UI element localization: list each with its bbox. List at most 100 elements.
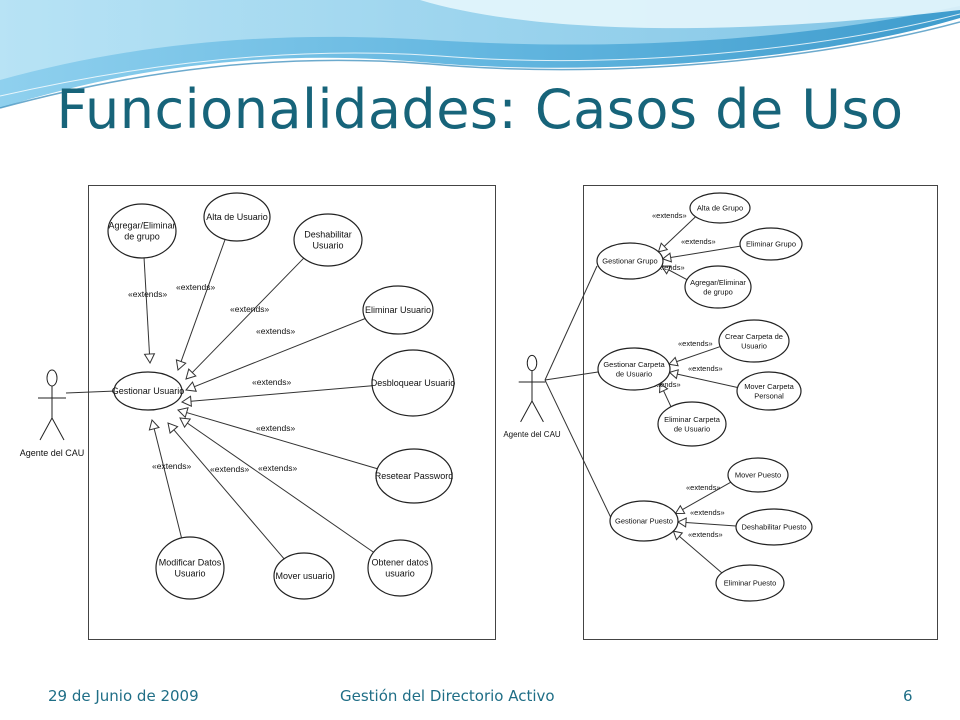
left-actor: Agente del CAU [20,369,85,458]
left-extends-label-eliminar-usuario: «extends» [256,326,295,336]
left-use-case-resetear-password-label: Resetear Password [375,471,454,481]
left-extends-mover-usuario-line [173,429,285,560]
right-extends-label-gestionar-carpeta-eliminar-carpeta: «extends» [646,380,681,389]
right-extends-label-gestionar-grupo-agregar-eliminar-grupo: «extends» [650,263,685,272]
left-use-case-desbloquear-usuario-label: Desbloquear Usuario [371,378,456,388]
right-extends-alta-grupo-0-arrowhead [657,242,669,253]
left-extends-desbloquear-usuario-line [190,385,373,402]
right-use-case-gestionar-puesto-eliminar-puesto-label: Eliminar Puesto [724,579,777,588]
right-extends-label-gestionar-puesto-eliminar-puesto: «extends» [688,530,723,539]
right-use-case-gestionar-carpeta-mover-carpeta-label: Personal [754,391,784,400]
left-use-case-desbloquear-usuario: Desbloquear Usuario [371,349,456,417]
right-use-case-gestionar-grupo-eliminar-grupo-shape [739,227,803,261]
left-extends-eliminar-usuario-line [194,318,366,388]
right-use-case-gestionar-grupo-agregar-eliminar-grupo-label: de grupo [703,287,733,296]
left-use-case-alta-usuario-label: Alta de Usuario [206,212,268,222]
left-use-case-eliminar-usuario-label: Eliminar Usuario [365,305,431,315]
right-use-case-gestionar-carpeta-crear-carpeta-label: Usuario [741,341,767,350]
right-actor-head [526,354,538,372]
left-actor-head [46,369,58,387]
right-extends-eliminar-carpeta-1-line [663,390,672,407]
right-use-case-gestionar-carpeta-mover-carpeta-label: Mover Carpeta [744,382,794,391]
left-extends-alta-usuario-line [180,239,226,362]
right-group-gestionar-grupo-label: Gestionar Grupo [602,257,657,266]
right-extends-mover-puesto-2-arrowhead [674,504,686,515]
right-group-gestionar-grupo-shape [596,242,664,280]
right-extends-agregar-eliminar-grupo-0-arrowhead [660,265,672,275]
left-extends-mover-usuario-arrowhead [167,422,179,434]
right-use-case-gestionar-puesto-deshabilitar-puesto: Deshabilitar Puesto [735,508,813,546]
left-extends-desbloquear-usuario-arrowhead [180,395,192,407]
left-actor-body [39,417,53,441]
left-extends-modificar-datos-usuario-line [153,428,183,539]
right-extends-mover-carpeta-1-arrowhead [668,369,679,380]
left-use-case-modificar-datos-usuario-label: Modificar Datos [159,558,222,568]
right-use-case-gestionar-grupo-eliminar-grupo-label: Eliminar Grupo [746,240,796,249]
left-use-case-obtener-datos-usuario-label: Obtener datos [371,558,429,568]
right-extends-label-gestionar-carpeta-mover-carpeta: «extends» [688,364,723,373]
left-use-case-agregar-eliminar-grupo-label: de grupo [124,232,160,242]
left-actor-association [65,390,117,394]
left-extends-obtener-datos-usuario-line [187,422,374,553]
right-extends-crear-carpeta-1-arrowhead [668,356,679,367]
right-association-gestionar-carpeta [544,371,599,381]
left-extends-alta-usuario-arrowhead [175,359,187,371]
left-use-case-modificar-datos-usuario-shape [155,536,225,600]
left-use-case-mover-usuario-shape [273,552,335,600]
right-extends-deshabilitar-puesto-2-line [685,521,737,527]
right-extends-label-gestionar-grupo-alta-grupo: «extends» [652,211,687,220]
left-extends-obtener-datos-usuario-arrowhead [179,417,192,429]
right-extends-eliminar-grupo-0-line [670,245,741,259]
footer-presentation-name: Gestión del Directorio Activo [340,687,555,705]
left-actor-label: Agente del CAU [20,448,85,458]
right-use-case-gestionar-carpeta-mover-carpeta-shape [736,371,802,411]
left-center-use-case: Gestionar Usuario [112,371,185,411]
right-extends-agregar-eliminar-grupo-0-line [668,269,688,281]
right-use-case-gestionar-puesto-mover-puesto-shape [727,457,789,493]
left-extends-label-mover-usuario: «extends» [210,464,249,474]
left-extends-label-resetear-password: «extends» [256,423,295,433]
left-use-case-deshabilitar-usuario-shape [293,213,363,267]
right-group-gestionar-carpeta-label: Gestionar Carpeta [603,360,665,369]
left-extends-label-alta-usuario: «extends» [176,282,215,292]
left-use-case-agregar-eliminar-grupo-label: Agregar/Eliminar [108,221,175,231]
left-center-use-case-shape [113,371,183,411]
left-actor-body [51,417,65,441]
footer-page-number: 6 [903,687,913,705]
right-extends-label-gestionar-carpeta-crear-carpeta: «extends» [678,339,713,348]
right-group-gestionar-carpeta-label: de Usuario [616,369,652,378]
right-use-case-gestionar-carpeta-crear-carpeta-label: Crear Carpeta de [725,332,783,341]
right-use-case-gestionar-carpeta-eliminar-carpeta-label: Eliminar Carpeta [664,415,721,424]
left-extends-eliminar-usuario-arrowhead [185,381,197,392]
left-use-case-eliminar-usuario-shape [362,285,434,335]
left-use-case-obtener-datos-usuario-label: usuario [385,569,415,579]
right-use-case-gestionar-carpeta-eliminar-carpeta-label: de Usuario [674,424,710,433]
right-actor-body [531,400,544,423]
right-extends-eliminar-puesto-2-arrowhead [672,530,684,541]
slide-title: Funcionalidades: Casos de Uso [56,78,904,141]
left-use-case-agregar-eliminar-grupo-shape [107,203,177,259]
right-use-case-gestionar-carpeta-crear-carpeta-shape [718,319,790,363]
left-use-case-modificar-datos-usuario-label: Usuario [174,569,205,579]
left-extends-agregar-eliminar-grupo-line [143,257,150,355]
right-use-case-gestionar-grupo-alta-grupo-shape [689,192,751,224]
left-extends-label-agregar-eliminar-grupo: «extends» [128,289,167,299]
left-center-use-case-label: Gestionar Usuario [112,386,185,396]
right-use-case-gestionar-grupo-alta-grupo: Alta de Grupo [689,192,751,224]
right-group-gestionar-puesto: Gestionar Puesto [609,500,679,542]
right-use-case-gestionar-grupo-agregar-eliminar-grupo-shape [684,265,752,309]
right-extends-label-gestionar-grupo-eliminar-grupo: «extends» [681,237,716,246]
right-extends-label-gestionar-puesto-mover-puesto: «extends» [686,483,721,492]
left-extends-deshabilitar-usuario-arrowhead [185,368,197,380]
left-extends-agregar-eliminar-grupo-arrowhead [143,353,156,365]
right-association-gestionar-puesto [544,379,613,521]
right-actor-label: Agente del CAU [503,430,561,439]
